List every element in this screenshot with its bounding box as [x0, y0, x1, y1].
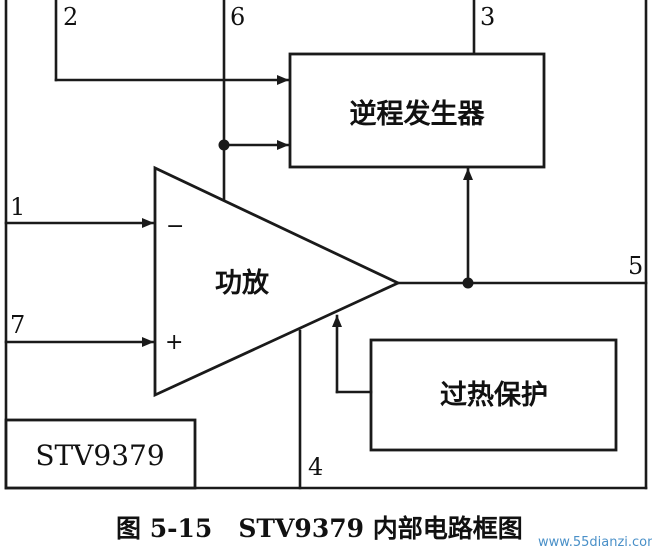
pin2-wire [54, 0, 290, 85]
pin-label-6: 6 [230, 3, 245, 31]
pin-label-7: 7 [10, 311, 25, 339]
output-wire [396, 167, 648, 289]
watermark-text: www.55dianzi.com [538, 535, 652, 550]
thermal-protection-box [369, 338, 618, 452]
chip-name-box [4, 418, 197, 490]
pin6-wire [218, 0, 290, 202]
pin-label-1: 1 [10, 193, 25, 221]
pin-label-5: 5 [628, 252, 643, 280]
power-amp-triangle [153, 165, 402, 398]
thermal-feedback-wire [332, 314, 373, 394]
chip-name-label: STV9379 [35, 439, 164, 472]
figure-caption: 图 5-15 STV9379 内部电路框图 [116, 514, 523, 543]
flyback-generator-box [288, 52, 546, 169]
junction-dot-pin6 [218, 139, 230, 151]
non-inverting-input-sign: + [165, 330, 183, 355]
pin-label-3: 3 [480, 3, 495, 31]
pin-label-4: 4 [308, 453, 323, 481]
power-amp-label: 功放 [215, 267, 270, 299]
flyback-generator-label: 逆程发生器 [350, 98, 486, 130]
inverting-input-sign: − [166, 214, 184, 239]
pin-label-2: 2 [63, 3, 78, 31]
thermal-protection-label: 过热保护 [440, 380, 548, 411]
